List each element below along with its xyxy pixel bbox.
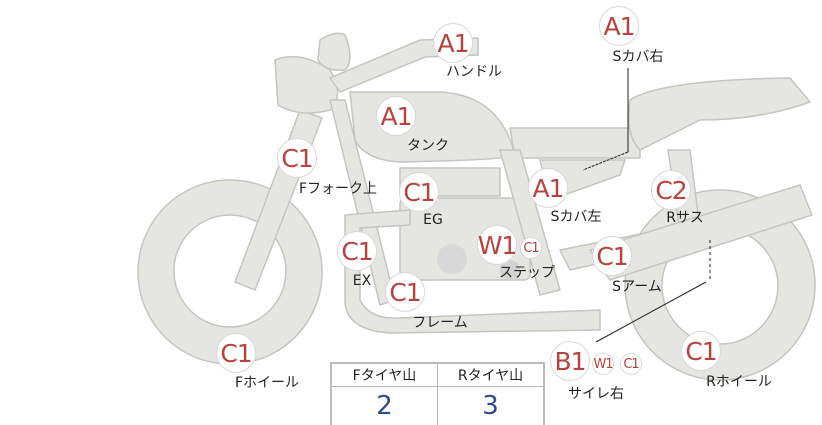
label-engine: EG [423, 212, 443, 228]
label-handle: ハンドル [446, 64, 502, 80]
label-front-wheel: Fホイール [234, 375, 300, 391]
grade-badge-side-cover-left: A1 [528, 168, 568, 208]
front-tire-value: 2 [330, 386, 438, 425]
label-frame: フレーム [412, 315, 468, 331]
label-side-cover-left: Sカバ左 [550, 209, 602, 225]
rear-tire-value: 3 [437, 386, 545, 425]
grade-badge-frame: C1 [385, 272, 425, 312]
label-tank: タンク [407, 138, 449, 154]
grade-badge-swingarm: C1 [592, 236, 632, 276]
label-step: ステップ [499, 265, 555, 281]
grade-badge-step-secondary: C1 [520, 237, 542, 259]
front-tire-header: Fタイヤ山 [330, 362, 438, 387]
tire-tread-table: Fタイヤ山 Rタイヤ山 2 3 [330, 362, 545, 425]
grade-badge-rear-wheel: C1 [681, 331, 721, 371]
exhaust-pipe [344, 209, 601, 334]
grade-badge-rear-suspension: C2 [651, 170, 691, 210]
label-rear-suspension: Rサス [666, 210, 704, 226]
grade-badge-engine: C1 [399, 172, 439, 212]
label-exhaust: EX [352, 273, 372, 289]
grade-badge-muffler-right-secondary: W1 [592, 353, 614, 375]
grade-badge-step: W1 [477, 225, 517, 265]
label-swingarm: Sアーム [612, 279, 662, 295]
grade-badge-muffler-right: B1 [550, 341, 590, 381]
seat [628, 77, 812, 151]
grade-badge-side-cover-right: A1 [599, 6, 639, 46]
step-peg [500, 260, 520, 280]
rear-tire-header: Rタイヤ山 [437, 362, 545, 387]
headlight [274, 55, 339, 114]
grade-badge-front-fork: C1 [277, 138, 317, 178]
meter [317, 32, 351, 72]
grade-badge-tank: A1 [376, 96, 416, 136]
label-muffler-right: サイレ右 [568, 386, 624, 402]
grade-badge-handle: A1 [433, 23, 473, 63]
label-side-cover-right: Sカバ右 [612, 49, 664, 65]
grade-badge-muffler-right-tertiary: C1 [620, 353, 642, 375]
engine-cover [437, 244, 467, 274]
grade-badge-exhaust: C1 [337, 231, 377, 271]
label-rear-wheel: Rホイール [706, 374, 772, 390]
grade-badge-front-wheel: C1 [216, 333, 256, 373]
label-front-fork: Fフォーク上 [298, 181, 378, 197]
seat-frame [509, 127, 641, 159]
